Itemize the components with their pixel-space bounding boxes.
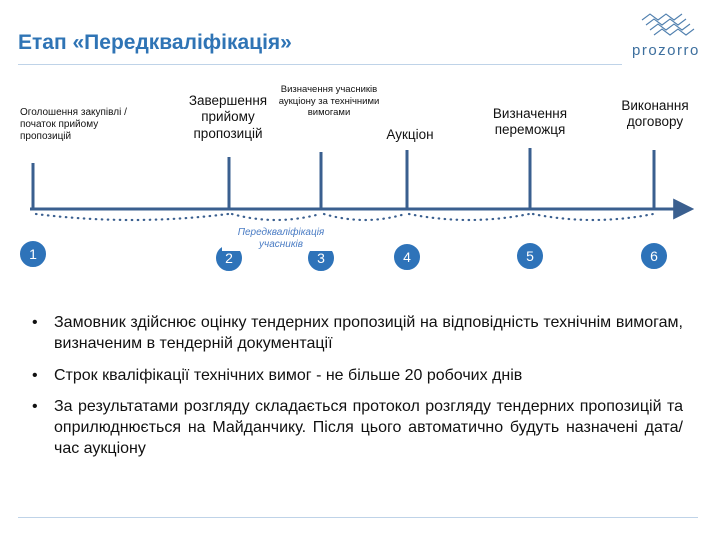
milestone-label-4: Аукціон: [386, 127, 434, 142]
footer-divider: [18, 517, 698, 518]
description-item: Строк кваліфікації технічних вимог - не …: [32, 366, 683, 387]
milestone-5: 5: [515, 148, 545, 271]
logo-text: prozorro: [632, 42, 700, 59]
milestone-1: 1: [18, 163, 48, 269]
prequalification-stage-label: Передкваліфікація учасників: [222, 227, 340, 251]
milestone-label-1: Оголошення закупівлі / початок прийому п…: [20, 107, 127, 143]
milestone-2: 2: [214, 157, 244, 273]
description-item: Замовник здійснює оцінку тендерних пропо…: [32, 313, 683, 355]
timeline: 1 2 3 4 5 6: [18, 148, 695, 273]
milestone-number: 2: [225, 250, 233, 266]
milestone-4: 4: [392, 150, 422, 272]
page-title: Етап «Передкваліфікація»: [18, 31, 292, 54]
milestone-label-2: Завершення прийому пропозицій: [188, 93, 268, 141]
timeline-dotted-arcs: [34, 212, 655, 222]
milestone-3: 3: [306, 152, 336, 273]
milestone-circle: [639, 241, 669, 271]
prozorro-logo-icon: [641, 13, 695, 36]
milestone-circle: [18, 239, 48, 269]
description-list: Замовник здійснює оцінку тендерних пропо…: [32, 313, 683, 471]
milestone-6: 6: [639, 150, 669, 271]
milestone-circle: [392, 242, 422, 272]
milestone-circle: [515, 241, 545, 271]
milestone-label-3: Визначення учасників аукціону за технічн…: [278, 84, 380, 119]
description-item: За результатами розгляду складається про…: [32, 397, 683, 459]
milestone-number: 1: [29, 246, 37, 262]
title-divider: [18, 64, 622, 65]
milestone-label-5: Визначення переможця: [492, 106, 568, 138]
milestone-number: 3: [317, 250, 325, 266]
milestone-number: 6: [650, 248, 658, 264]
milestone-number: 5: [526, 248, 534, 264]
milestone-label-6: Виконання договору: [621, 98, 689, 130]
milestone-number: 4: [403, 249, 411, 265]
